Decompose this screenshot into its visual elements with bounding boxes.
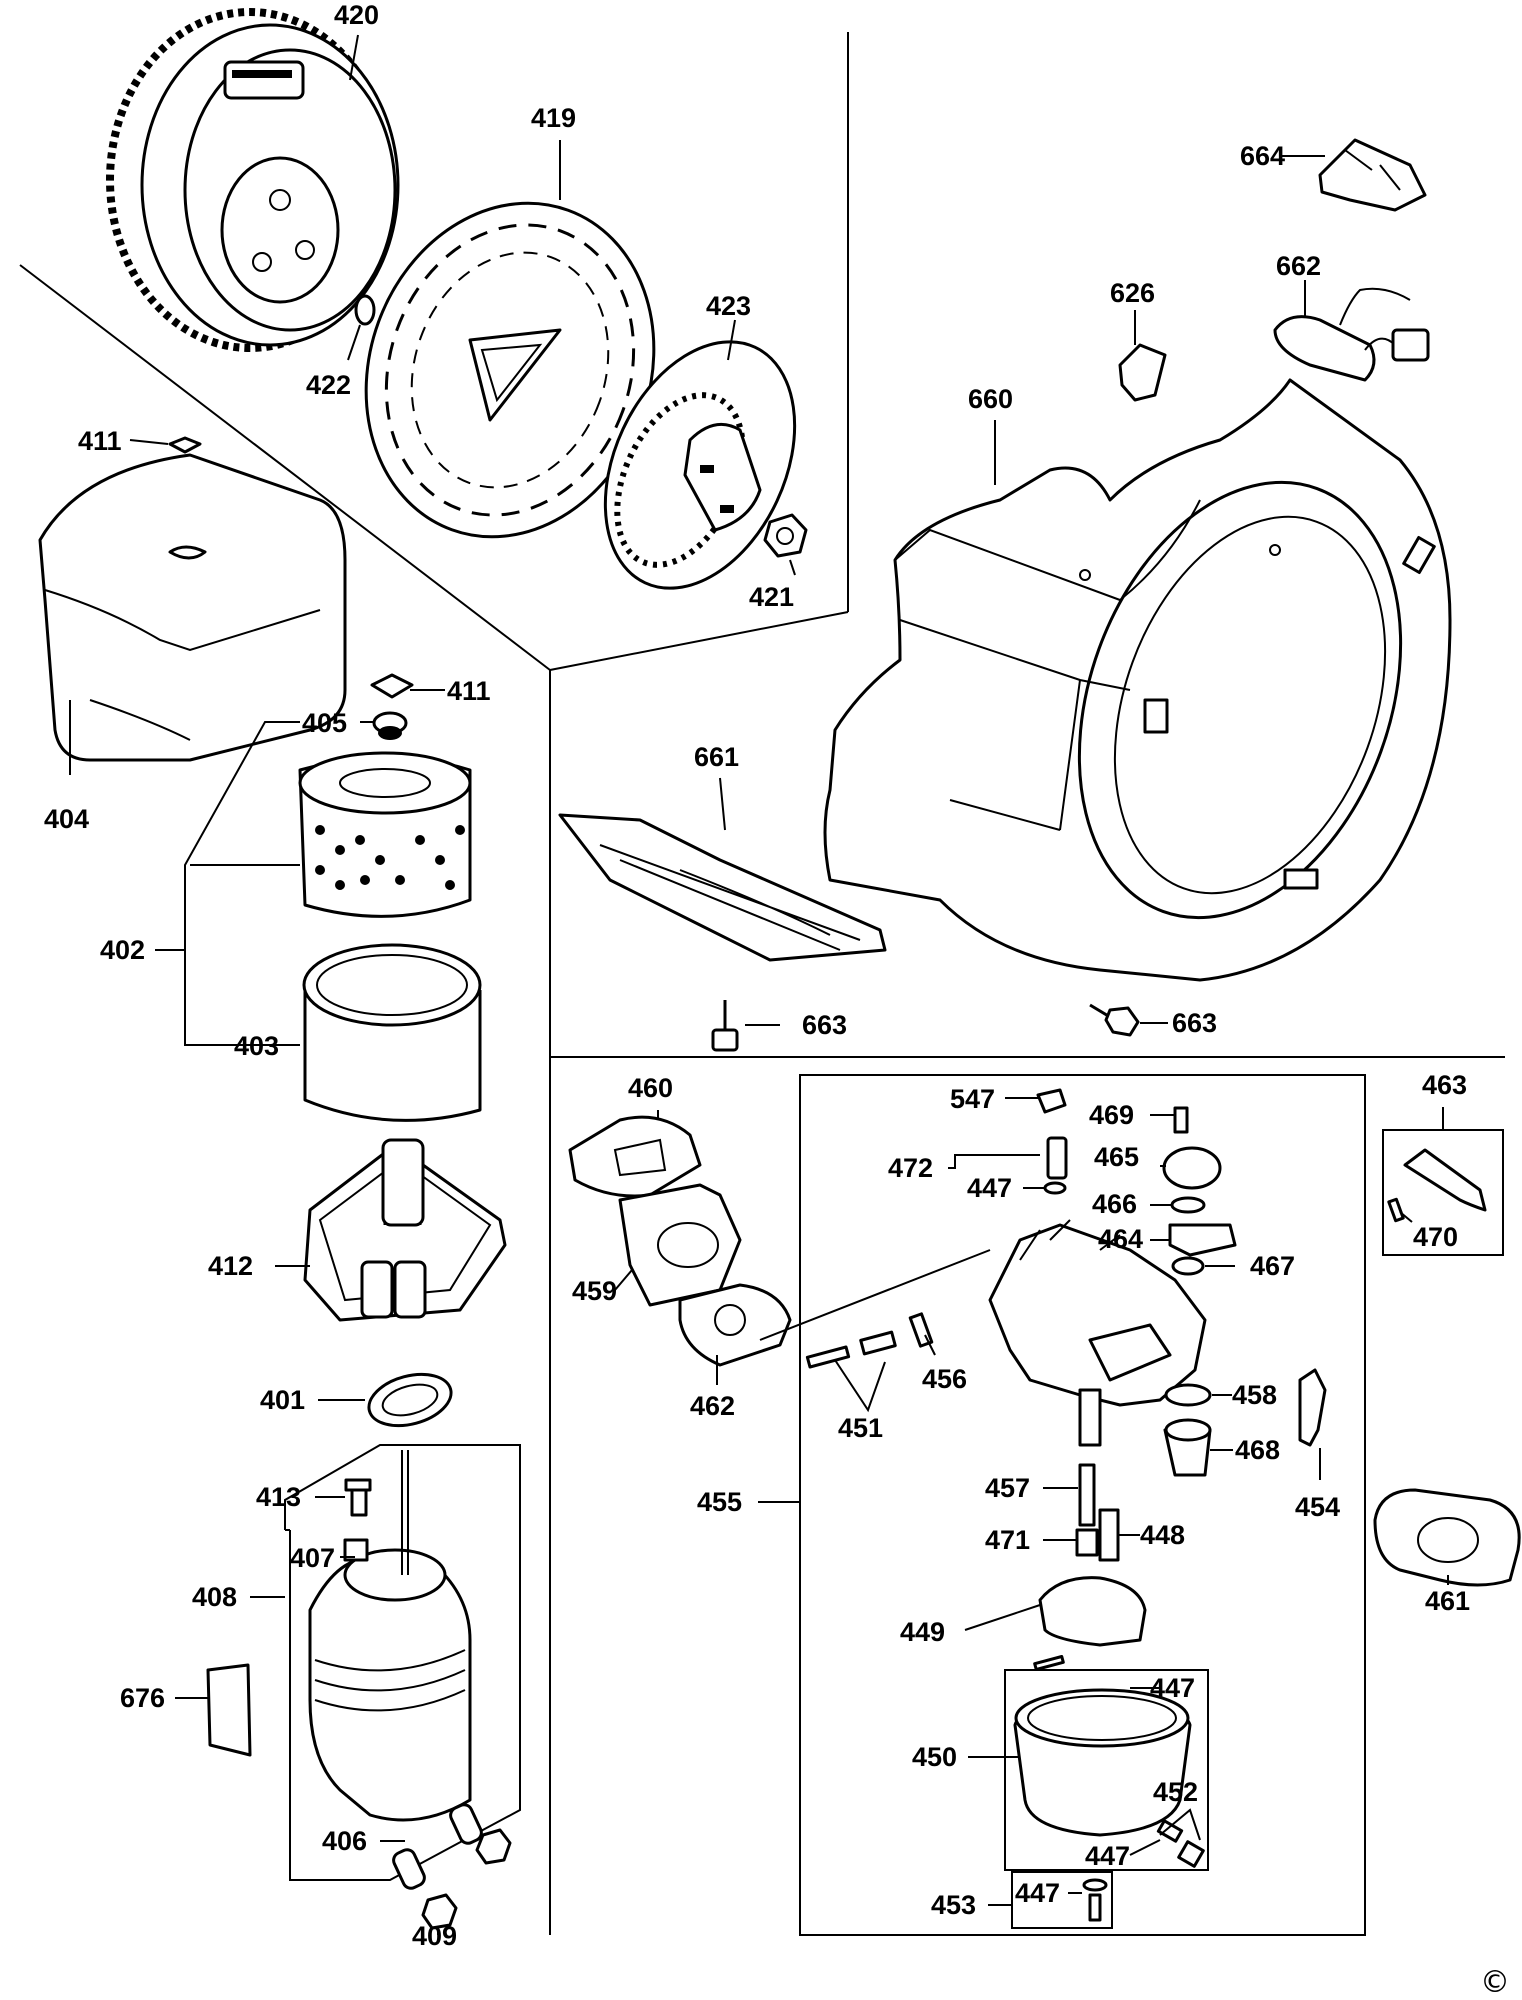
cooling-fan-part xyxy=(364,201,656,539)
label-457: 457 xyxy=(985,1473,1030,1503)
label-448: 448 xyxy=(1140,1520,1185,1550)
label-412: 412 xyxy=(208,1251,253,1281)
copyright-mark: © xyxy=(1480,1965,1510,2000)
label-403: 403 xyxy=(234,1031,279,1061)
label-662: 662 xyxy=(1276,251,1321,281)
label-462: 462 xyxy=(690,1391,735,1421)
drain-screw-box xyxy=(1011,1871,1113,1929)
carburetor-assembly-box xyxy=(799,1074,1366,1936)
label-661: 661 xyxy=(694,742,739,772)
label-663-left: 663 xyxy=(802,1010,847,1040)
label-411-top: 411 xyxy=(78,426,122,456)
float-needle-part xyxy=(1036,1088,1068,1195)
elbow-assembly-part xyxy=(284,1444,521,1890)
label-467: 467 xyxy=(1250,1251,1295,1281)
wing-nut-part xyxy=(168,436,414,699)
nozzle-part xyxy=(1075,1463,1120,1562)
flywheel-nut-part xyxy=(763,513,808,558)
label-466: 466 xyxy=(1092,1189,1137,1219)
label-472: 472 xyxy=(888,1153,933,1183)
label-455: 455 xyxy=(697,1487,742,1517)
leader-line xyxy=(759,1249,991,1341)
label-447-screw: 447 xyxy=(1085,1841,1130,1871)
flywheel-part xyxy=(106,8,400,352)
label-465: 465 xyxy=(1094,1142,1139,1172)
float-bowl-box xyxy=(1004,1669,1209,1871)
fan-cover-part xyxy=(823,378,1452,982)
label-sticker-part xyxy=(206,1663,252,1757)
label-454: 454 xyxy=(1295,1492,1340,1522)
air-filter-cover-part xyxy=(38,453,347,762)
label-402: 402 xyxy=(100,935,145,965)
label-449: 449 xyxy=(900,1617,945,1647)
label-460: 460 xyxy=(628,1073,673,1103)
label-469: 469 xyxy=(1089,1100,1134,1130)
label-471: 471 xyxy=(985,1525,1030,1555)
main-jet-part xyxy=(1163,1383,1212,1477)
label-447-top: 447 xyxy=(967,1173,1012,1203)
label-419: 419 xyxy=(531,103,576,133)
label-447-drain: 447 xyxy=(1015,1878,1060,1908)
label-663-right: 663 xyxy=(1172,1008,1217,1038)
leader-lines xyxy=(69,34,1449,1935)
label-450: 450 xyxy=(912,1742,957,1772)
air-cleaner-base-part xyxy=(303,1138,507,1322)
float-part xyxy=(1033,1576,1147,1672)
label-470: 470 xyxy=(1413,1222,1458,1252)
label-660: 660 xyxy=(968,384,1013,414)
label-421: 421 xyxy=(749,582,794,612)
wire-clip-part xyxy=(1318,138,1427,212)
fan-plate-part xyxy=(603,340,797,590)
label-464: 464 xyxy=(1098,1224,1143,1254)
label-676: 676 xyxy=(120,1683,165,1713)
bolt-part xyxy=(711,1000,1140,1052)
label-407: 407 xyxy=(290,1543,335,1573)
throttle-lever-part xyxy=(1298,1368,1327,1447)
label-413: 413 xyxy=(256,1482,301,1512)
label-458: 458 xyxy=(1232,1380,1277,1410)
grommet-part xyxy=(372,711,408,740)
air-guide-part xyxy=(558,813,887,962)
pilot-screw-part xyxy=(805,1330,897,1369)
carburetor-body-part xyxy=(988,1219,1207,1447)
label-664: 664 xyxy=(1240,141,1285,171)
label-447-bowl: 447 xyxy=(1150,1673,1195,1703)
label-463: 463 xyxy=(1422,1070,1467,1100)
label-411-mid: 411 xyxy=(447,676,491,706)
air-filter-gasket-part xyxy=(367,1372,453,1428)
label-401: 401 xyxy=(260,1385,305,1415)
oil-sensor-part xyxy=(1273,287,1430,382)
label-461: 461 xyxy=(1425,1586,1470,1616)
outer-filter-element-part xyxy=(298,751,472,918)
label-404: 404 xyxy=(44,804,89,834)
label-420: 420 xyxy=(334,0,379,30)
label-422: 422 xyxy=(306,370,351,400)
carburetor-gasket-part xyxy=(678,1283,792,1367)
section-dividers xyxy=(19,32,1505,1935)
insulator-gasket-part xyxy=(568,1115,702,1198)
label-408: 408 xyxy=(192,1582,237,1612)
carburetor-insulator-part xyxy=(618,1183,742,1307)
label-452: 452 xyxy=(1153,1777,1198,1807)
carburetor-flange-gasket-part xyxy=(1373,1488,1521,1587)
label-409: 409 xyxy=(412,1921,457,1951)
clip-part xyxy=(1118,343,1167,402)
label-547: 547 xyxy=(950,1084,995,1114)
label-423: 423 xyxy=(706,291,751,321)
part-number-labels: 420 419 423 422 421 411 411 405 404 402 … xyxy=(44,0,1510,2000)
label-453: 453 xyxy=(931,1890,976,1920)
label-456: 456 xyxy=(922,1364,967,1394)
label-405: 405 xyxy=(302,708,347,738)
inner-filter-element-part xyxy=(302,943,482,1122)
label-451: 451 xyxy=(838,1413,883,1443)
nut-part xyxy=(421,1828,512,1930)
choke-parts xyxy=(1162,1106,1237,1276)
label-406: 406 xyxy=(322,1826,367,1856)
label-626: 626 xyxy=(1110,278,1155,308)
label-459: 459 xyxy=(572,1276,617,1306)
label-468: 468 xyxy=(1235,1435,1280,1465)
